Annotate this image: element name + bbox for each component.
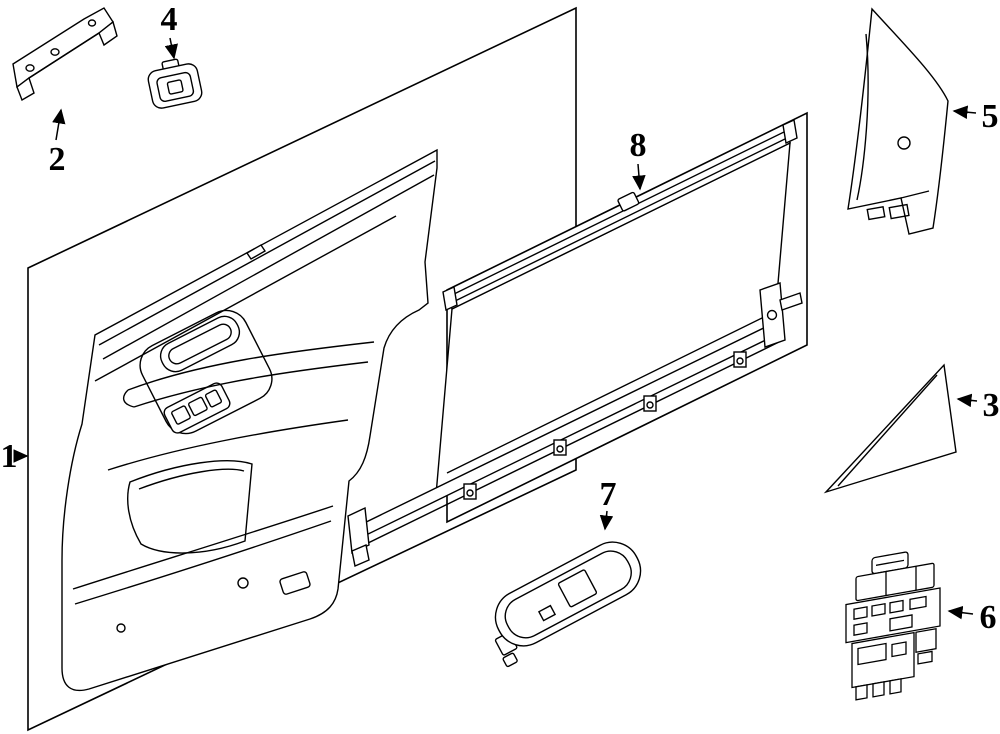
rail-left-bracket [347, 506, 370, 555]
retainer-clip [147, 58, 203, 109]
callout-5[interactable]: 5 [952, 98, 999, 135]
switch-bezel [494, 541, 642, 668]
handle-bezel [139, 309, 273, 435]
callout-4[interactable]: 4 [161, 1, 178, 60]
callout-2-arrow [52, 108, 66, 141]
rail-tab [643, 395, 657, 412]
callout-3-label[interactable]: 3 [983, 387, 1000, 424]
window-switch [845, 551, 941, 701]
callout-3[interactable]: 3 [956, 387, 1000, 424]
switch-cluster [163, 382, 231, 434]
callout-6-label[interactable]: 6 [980, 599, 997, 636]
callout-7-arrow [599, 510, 614, 531]
bar-left-cap [442, 285, 458, 312]
mounting-bracket [12, 7, 118, 102]
callout-8[interactable]: 8 [630, 127, 647, 191]
screw [237, 577, 249, 589]
door-trim-panel [61, 148, 438, 692]
callout-5-arrow [952, 105, 977, 119]
callout-4-label[interactable]: 4 [161, 1, 178, 38]
callout-1-label[interactable]: 1 [1, 438, 18, 475]
callout-7[interactable]: 7 [599, 476, 617, 531]
strip-clip [246, 244, 266, 260]
callout-6-arrow [947, 605, 974, 620]
door-trim-panel-plane [27, 6, 577, 732]
rail-right-bracket [759, 282, 786, 348]
callout-2[interactable]: 2 [49, 108, 66, 178]
shade-center-clip [617, 191, 640, 212]
callout-8-label[interactable]: 8 [630, 127, 647, 164]
callout-4-arrow [164, 37, 178, 60]
callout-7-label[interactable]: 7 [600, 476, 617, 513]
rail-tab [463, 483, 477, 500]
callout-8-arrow [632, 163, 646, 191]
bar-right-cap [782, 118, 798, 145]
door-sunshade [347, 118, 803, 567]
callout-6[interactable]: 6 [947, 599, 997, 636]
callout-1[interactable]: 1 [1, 438, 29, 475]
screw [116, 623, 126, 633]
callout-2-label[interactable]: 2 [49, 141, 66, 178]
rail-tab [553, 439, 567, 456]
upper-corner-trim [847, 7, 949, 235]
courtesy-lamp [279, 571, 311, 595]
shade-fabric [435, 141, 791, 497]
map-pocket [127, 460, 253, 554]
callout-3-arrow [956, 393, 978, 408]
callout-5-label[interactable]: 5 [982, 98, 999, 135]
rail-tab [733, 351, 747, 368]
door-pull-cup [159, 315, 241, 373]
mirror-corner-trim [823, 363, 957, 494]
